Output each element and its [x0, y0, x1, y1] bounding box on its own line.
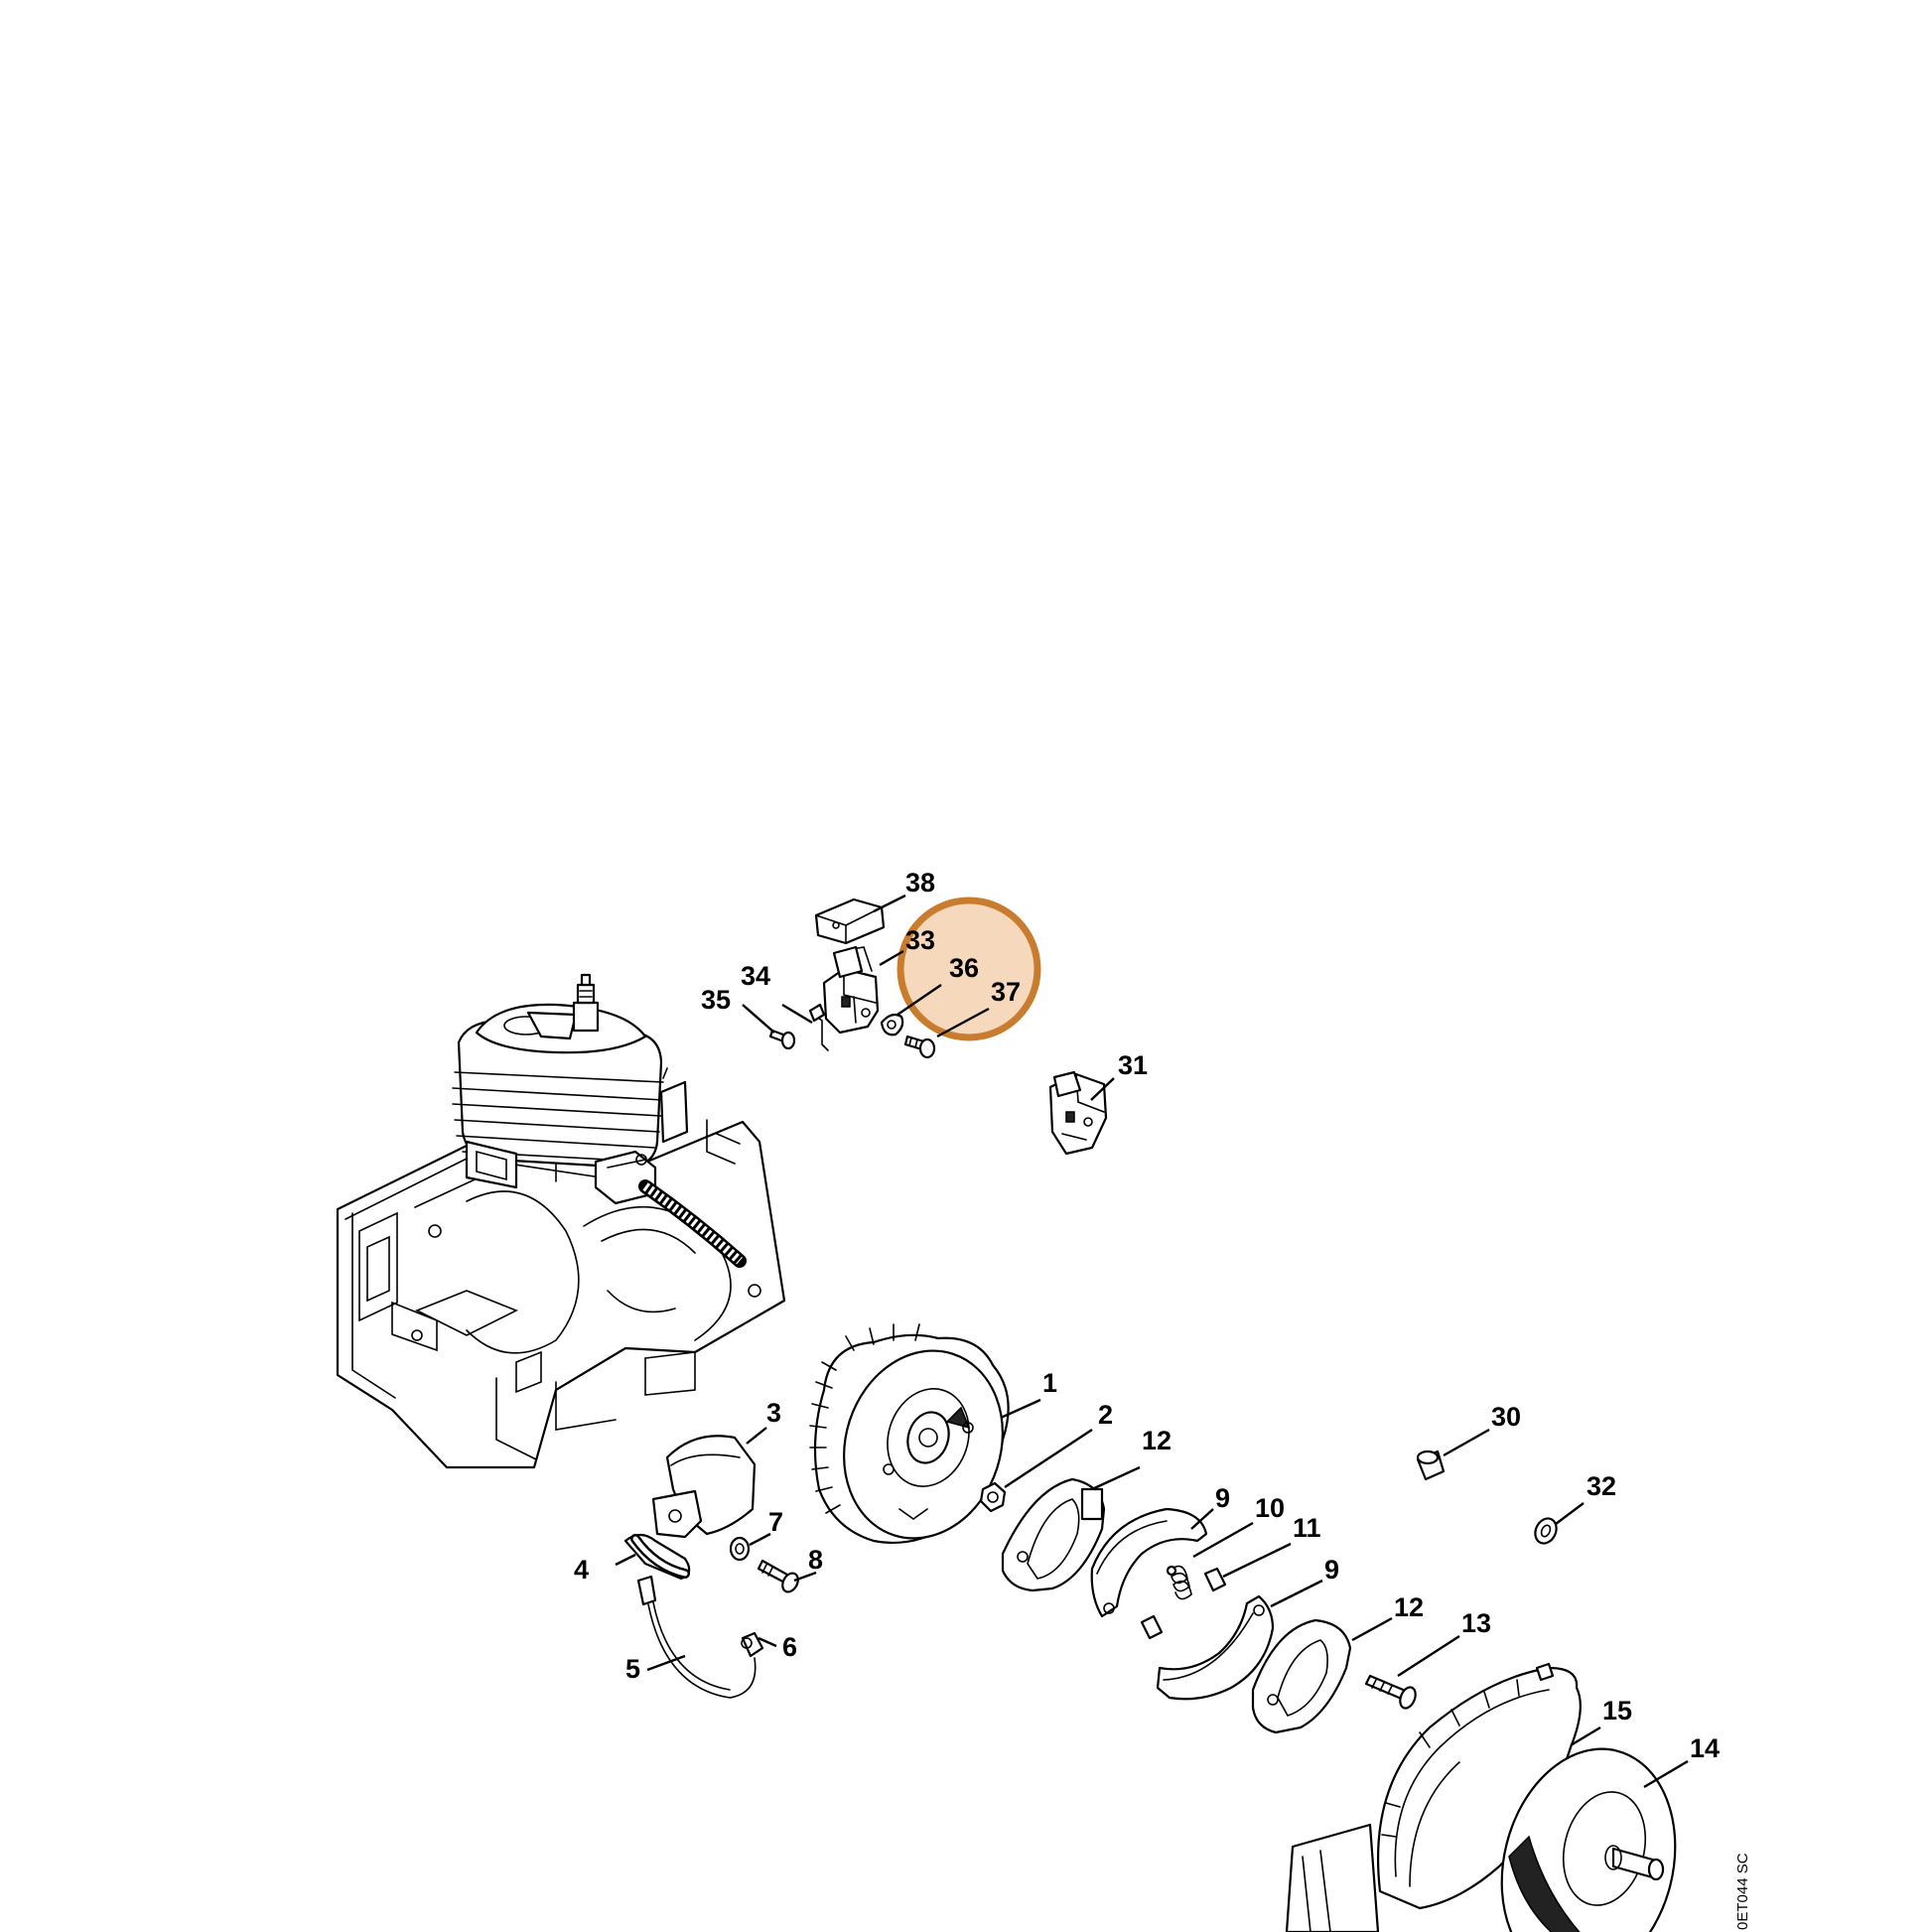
cover-38 [814, 897, 886, 945]
cylinder [452, 973, 689, 1189]
callout-10: 10 [1255, 1493, 1285, 1523]
callout-13: 13 [1461, 1608, 1491, 1638]
callout-1: 1 [1042, 1368, 1057, 1398]
callout-35: 35 [701, 985, 731, 1015]
drawing-code: 0ET044 SC [1734, 1853, 1751, 1930]
callout-34: 34 [741, 961, 770, 991]
callout-30: 30 [1491, 1402, 1521, 1432]
ignition-module [623, 1435, 757, 1581]
contact-spring-34 [808, 1003, 829, 1051]
callout-4: 4 [574, 1555, 589, 1585]
callout-9-upper: 9 [1215, 1483, 1230, 1513]
sleeve-30 [1416, 1449, 1446, 1481]
washer-32 [1534, 1517, 1558, 1545]
callout-33: 33 [905, 925, 935, 955]
callout-36: 36 [949, 953, 979, 983]
spring-10 [1166, 1565, 1192, 1600]
callout-12-upper: 12 [1142, 1426, 1172, 1455]
switch-31 [1048, 1070, 1108, 1156]
washer-36 [880, 1013, 904, 1036]
callout-31: 31 [1118, 1050, 1148, 1080]
shroud-15 [1285, 1662, 1582, 1932]
screw-8 [757, 1559, 799, 1593]
callout-5: 5 [625, 1654, 640, 1684]
screw-37 [903, 1035, 936, 1059]
callout-12-lower: 12 [1394, 1592, 1424, 1622]
callout-labels: 1 2 3 4 5 6 7 8 9 9 10 11 12 12 13 14 15… [574, 868, 1720, 1763]
callout-6: 6 [782, 1632, 797, 1662]
clutch-shoe-lower [1156, 1594, 1275, 1701]
clutch-carrier-upper [1001, 1477, 1106, 1592]
switch-33 [822, 945, 880, 1035]
sleeve-11 [1140, 1567, 1227, 1640]
screw-13 [1364, 1674, 1417, 1710]
callout-38: 38 [905, 868, 935, 897]
callout-8: 8 [808, 1545, 823, 1575]
callout-15: 15 [1602, 1696, 1632, 1725]
leader-lines [615, 894, 1689, 1789]
highlight-circle [897, 897, 1041, 1041]
callout-2: 2 [1098, 1400, 1113, 1430]
callout-37: 37 [991, 977, 1021, 1007]
washer-7 [729, 1536, 751, 1562]
callout-14: 14 [1690, 1733, 1720, 1763]
callout-3: 3 [766, 1398, 781, 1428]
clutch-carrier-lower [1251, 1618, 1352, 1734]
screw-35 [768, 1029, 796, 1050]
clutch-shoe-upper [1090, 1507, 1208, 1618]
clutch-drum-14 [1500, 1747, 1677, 1932]
flywheel [809, 1323, 1010, 1544]
callout-11: 11 [1293, 1513, 1321, 1543]
ground-wire [636, 1575, 764, 1699]
callout-9-lower: 9 [1324, 1555, 1339, 1585]
callout-7: 7 [768, 1507, 783, 1537]
crankcase [336, 1119, 786, 1469]
ignition-lead [594, 1150, 747, 1268]
callout-32: 32 [1587, 1471, 1616, 1501]
nut-2 [979, 1481, 1007, 1513]
